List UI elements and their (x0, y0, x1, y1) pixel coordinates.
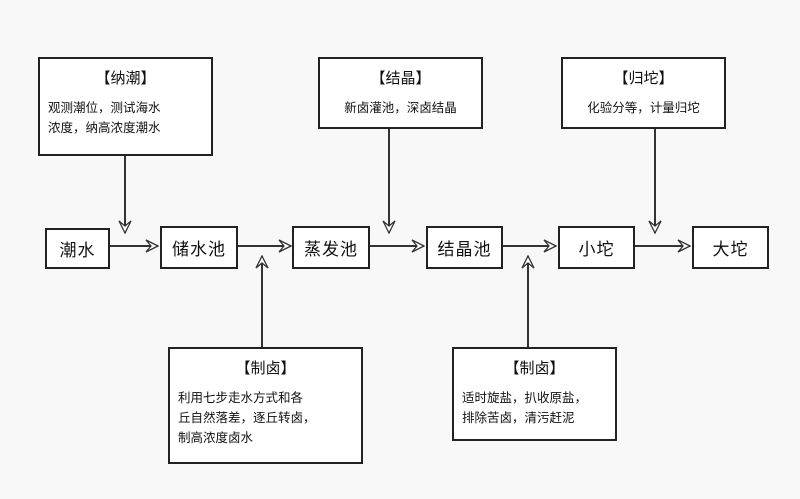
note-guituo: 【归坨】 化验分等，计量归坨 (561, 57, 726, 129)
stage-tide-water: 潮水 (45, 228, 110, 269)
note-zhilu-2-line-2: 排除苦卤，清污赶泥 (462, 410, 575, 425)
note-nachao-title: 【纳潮】 (95, 69, 156, 87)
note-nachao-line-1: 观测潮位，测试海水 (48, 100, 161, 115)
note-zhilu-1-line-3: 制高浓度卤水 (178, 430, 254, 445)
note-jiejing-line-1: 新卤灌池，深卤结晶 (344, 100, 457, 115)
stage-small-pile: 小坨 (558, 226, 635, 269)
stage-reservoir: 储水池 (160, 226, 238, 269)
note-zhilu-1-title: 【制卤】 (235, 359, 296, 377)
stage-crystallization-pond: 结晶池 (426, 226, 503, 269)
note-zhilu-2-title: 【制卤】 (504, 359, 565, 377)
note-zhilu-2-line-1: 适时旋盐，扒收原盐， (462, 390, 588, 405)
note-zhilu-2: 【制卤】 适时旋盐，扒收原盐， 排除苦卤，清污赶泥 (452, 347, 617, 441)
note-zhilu-1: 【制卤】 利用七步走水方式和各 丘自然落差，逐丘转卤， 制高浓度卤水 (168, 347, 363, 464)
note-guituo-line-1: 化验分等，计量归坨 (587, 100, 700, 115)
note-zhilu-1-line-2: 丘自然落差，逐丘转卤， (178, 410, 316, 425)
note-nachao: 【纳潮】 观测潮位，测试海水 浓度，纳高浓度潮水 (38, 57, 213, 156)
note-nachao-line-2: 浓度，纳高浓度潮水 (48, 120, 161, 135)
note-zhilu-1-line-1: 利用七步走水方式和各 (178, 390, 304, 405)
stage-evaporation-pond: 蒸发池 (292, 226, 370, 269)
note-jiejing-title: 【结晶】 (370, 69, 431, 87)
note-jiejing: 【结晶】 新卤灌池，深卤结晶 (318, 57, 483, 129)
stage-big-pile: 大坨 (692, 226, 769, 269)
note-guituo-title: 【归坨】 (613, 69, 674, 87)
